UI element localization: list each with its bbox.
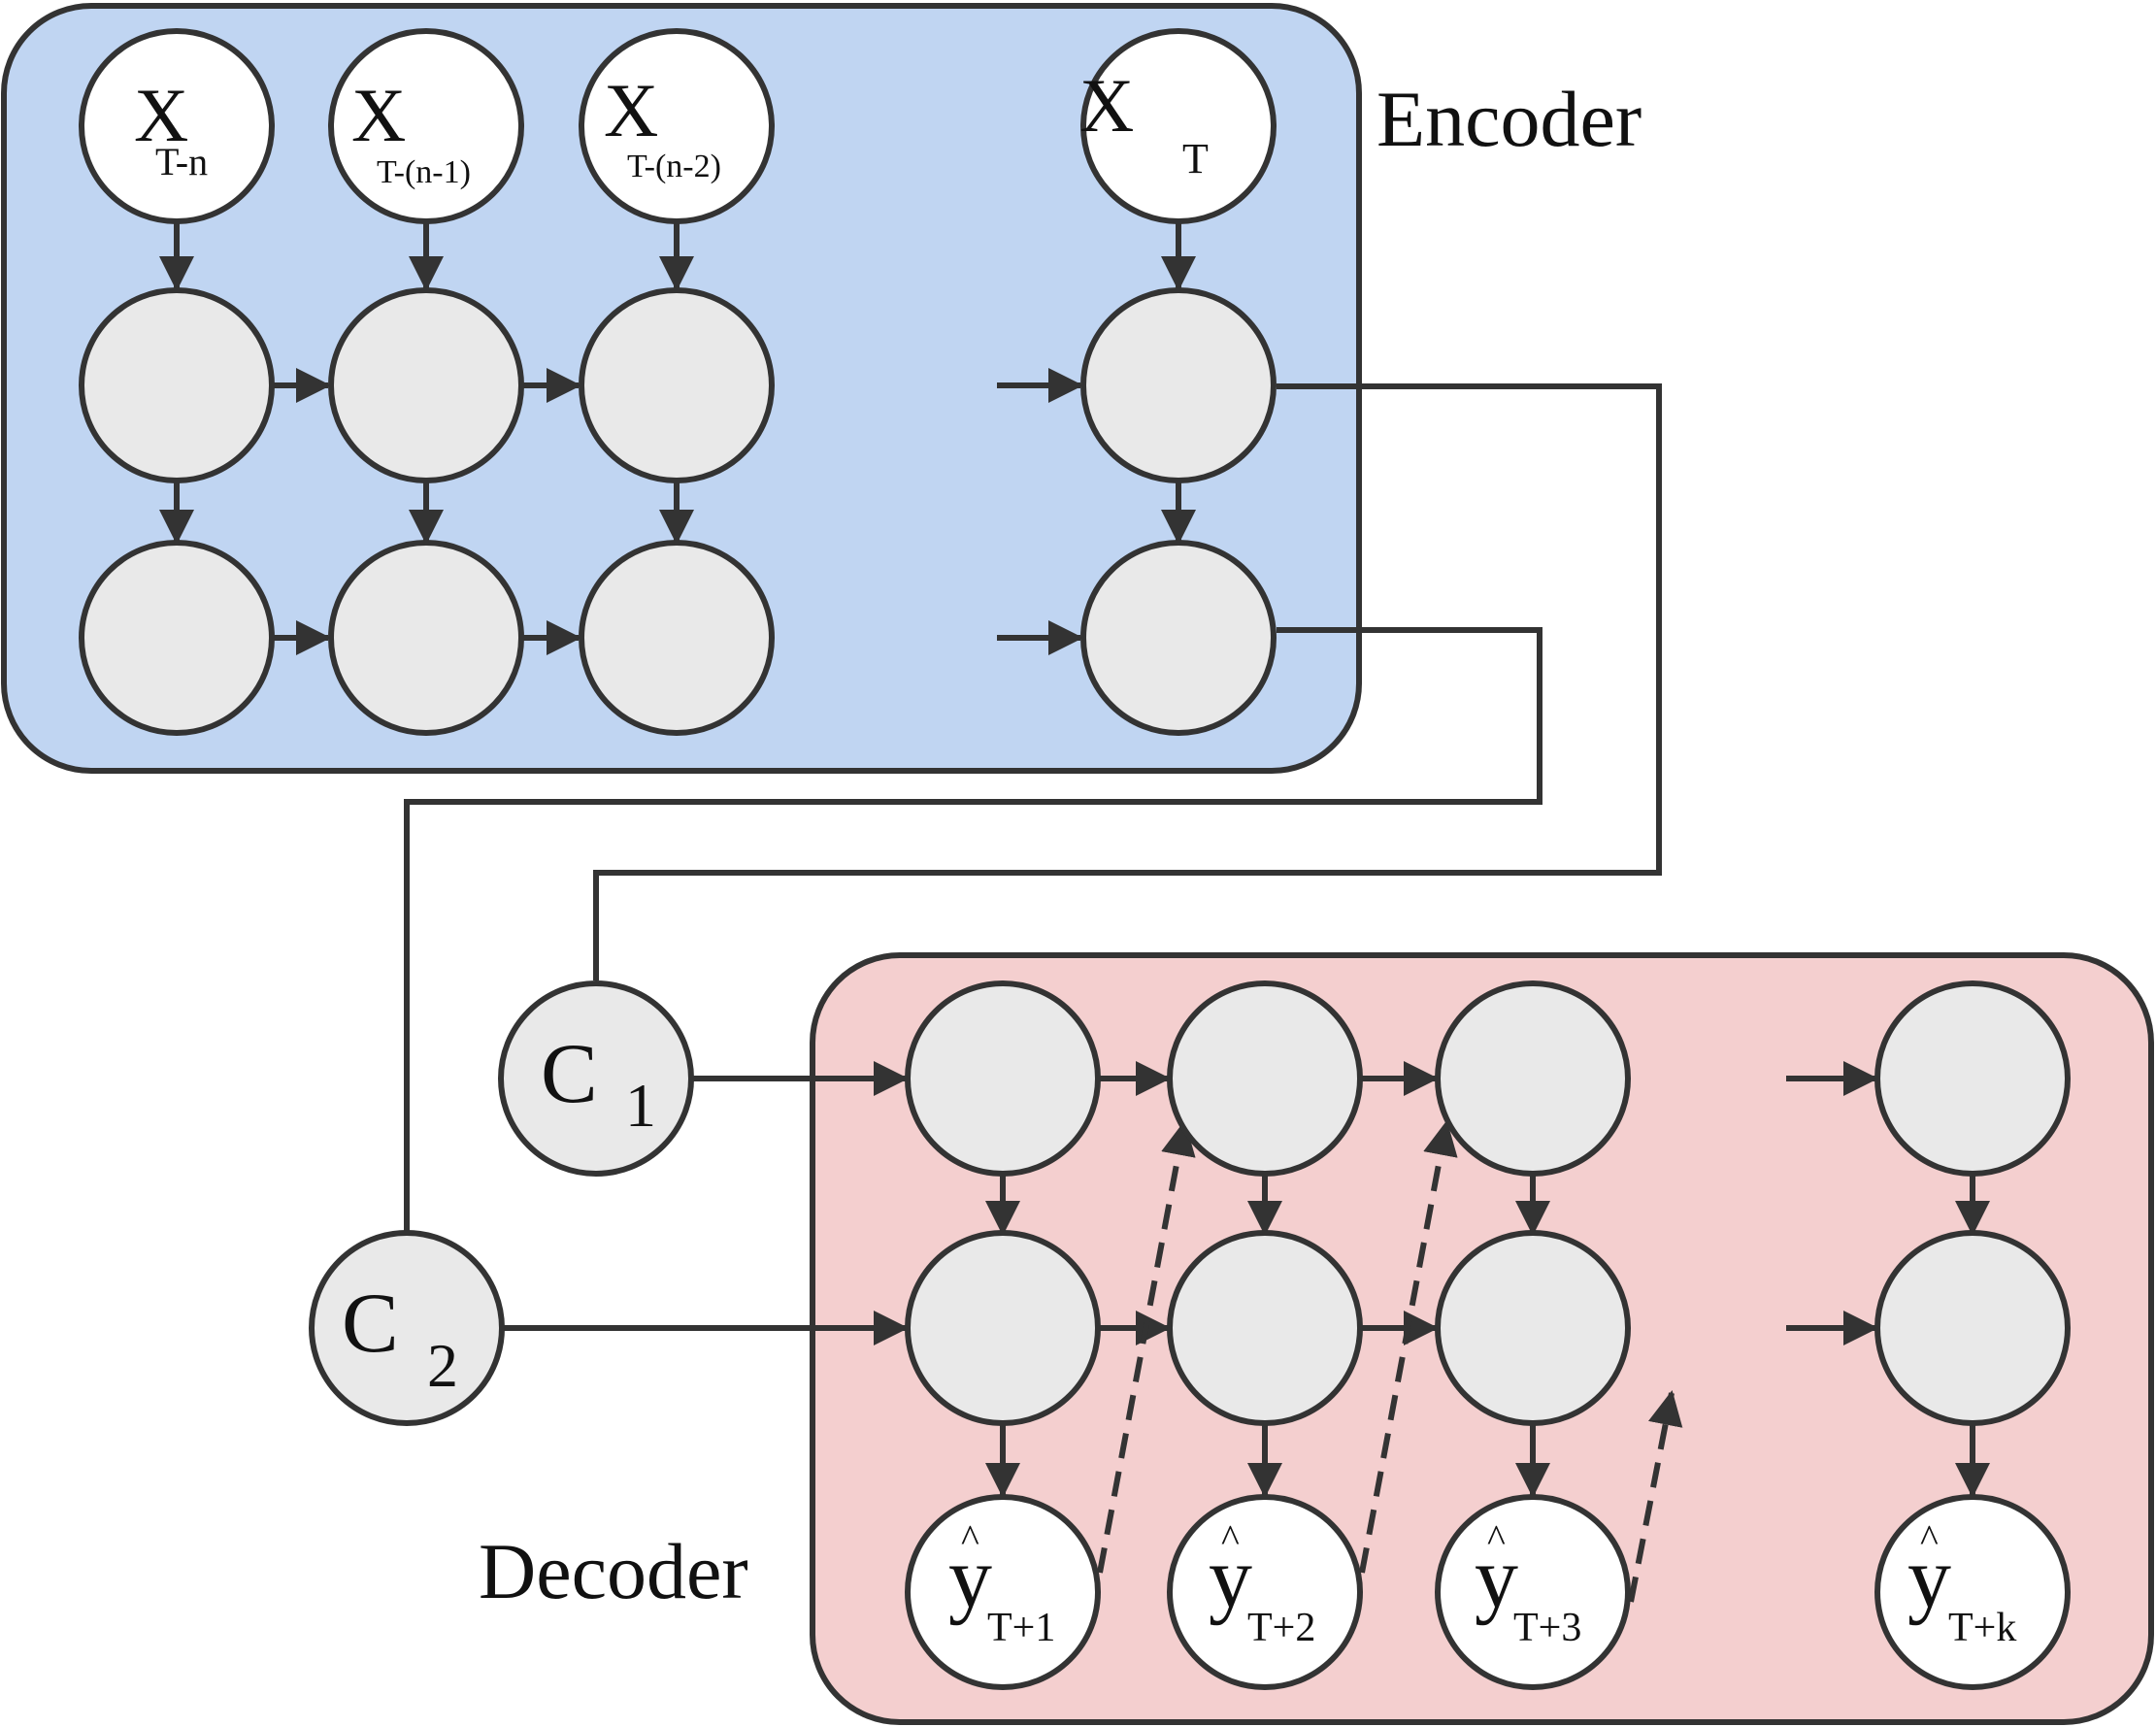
encoder-cell-1-3 xyxy=(579,287,775,483)
svg-text:T+1: T+1 xyxy=(987,1606,1055,1650)
svg-text:T+k: T+k xyxy=(1948,1606,2016,1650)
svg-text:^: ^ xyxy=(1920,1516,1939,1560)
decoder-arrows xyxy=(501,1061,1990,1603)
svg-text:C: C xyxy=(541,1027,598,1121)
encoder-cell-1-2 xyxy=(328,287,524,483)
encoder-cell-1-4 xyxy=(1080,287,1277,483)
svg-text:^: ^ xyxy=(1221,1516,1240,1560)
svg-text:T+3: T+3 xyxy=(1513,1606,1581,1650)
svg-text:C: C xyxy=(342,1277,399,1371)
encoder-hidden-layer-1 xyxy=(79,287,1277,483)
decoder-hidden-layer-1 xyxy=(905,980,2071,1177)
decoder-title: Decoder xyxy=(479,1527,748,1615)
wire-encoder-layer1-to-c1 xyxy=(593,383,1662,980)
decoder-cell-1-3 xyxy=(1435,980,1631,1177)
svg-text:y: y xyxy=(1907,1530,1951,1626)
decoder-output-3: ^ y T+3 xyxy=(1435,1494,1631,1690)
encoder-input-3: X T-(n-2) xyxy=(579,28,775,224)
context-c1: C 1 xyxy=(498,980,694,1177)
encoder-cell-2-4 xyxy=(1080,540,1277,736)
encoder-cell-2-1 xyxy=(79,540,275,736)
svg-text:2: 2 xyxy=(427,1331,458,1400)
decoder-cell-1-2 xyxy=(1167,980,1363,1177)
svg-text:y: y xyxy=(1209,1530,1252,1626)
encoder-cell-2-3 xyxy=(579,540,775,736)
encoder-cell-1-1 xyxy=(79,287,275,483)
encoder-title: Encoder xyxy=(1377,75,1642,163)
decoder-hidden-layer-2 xyxy=(905,1230,2071,1426)
decoder-cell-1-4 xyxy=(1874,980,2071,1177)
encoder-input-2: X T-(n-1) xyxy=(328,28,524,224)
svg-text:^: ^ xyxy=(961,1516,979,1560)
svg-text:T: T xyxy=(1182,135,1209,183)
svg-text:T-(n-1): T-(n-1) xyxy=(377,154,471,190)
svg-text:y: y xyxy=(1475,1530,1518,1626)
encoder-hidden-layer-2 xyxy=(79,540,1277,736)
decoder-cell-1-1 xyxy=(905,980,1101,1177)
encoder-input-4: X T xyxy=(1079,28,1277,224)
decoder-cell-2-3 xyxy=(1435,1230,1631,1426)
svg-text:T+2: T+2 xyxy=(1247,1606,1315,1650)
encoder-arrows xyxy=(159,221,1196,655)
wire-encoder-layer2-to-c2 xyxy=(404,627,1542,1238)
encoder-cell-2-2 xyxy=(328,540,524,736)
decoder-cell-2-4 xyxy=(1874,1230,2071,1426)
decoder-output-1: ^ y T+1 xyxy=(905,1494,1101,1690)
svg-text:X: X xyxy=(351,73,406,157)
svg-text:T-(n-2): T-(n-2) xyxy=(627,149,721,184)
encoder-input-1: X T-n xyxy=(79,28,275,224)
decoder-output-2: ^ y T+2 xyxy=(1167,1494,1363,1690)
decoder-output-4: ^ y T+k xyxy=(1874,1494,2071,1690)
svg-text:X: X xyxy=(604,68,658,152)
decoder-cell-2-1 xyxy=(905,1230,1101,1426)
svg-text:X: X xyxy=(134,73,188,157)
context-c2: C 2 xyxy=(309,1230,505,1426)
svg-text:X: X xyxy=(1079,63,1134,148)
svg-text:T-n: T-n xyxy=(155,140,208,183)
svg-text:y: y xyxy=(948,1530,992,1626)
svg-text:1: 1 xyxy=(625,1071,656,1140)
svg-text:^: ^ xyxy=(1487,1516,1506,1560)
decoder-cell-2-2 xyxy=(1167,1230,1363,1426)
